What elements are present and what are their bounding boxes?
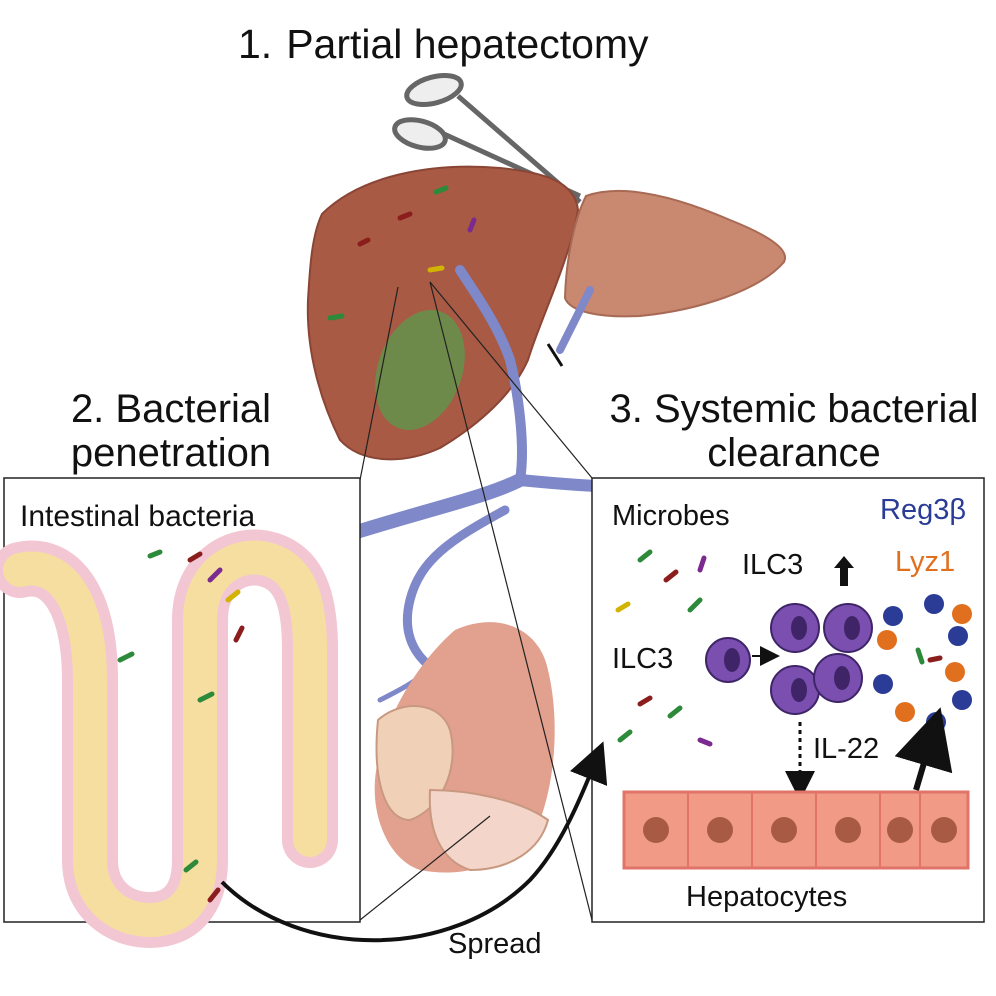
intestinal-bacteria-label: Intestinal bacteria [20,500,256,533]
scissors-icon [392,73,582,204]
step1-number: 1. [238,21,273,67]
small-intestine-segment [374,622,555,873]
hepatocyte-layer [622,790,970,870]
zoom-lines [359,281,593,921]
spread-arrow [220,741,608,943]
bacterium-icon [117,185,943,903]
up-arrow-icon [834,556,854,586]
reg3b-label: Reg3β [880,494,967,526]
microbes-label: Microbes [612,500,730,532]
amp-release-arrow [894,707,953,791]
il22-label: IL-22 [813,733,880,765]
step3-title: 3. Systemic bacterial clearance [609,387,979,475]
ilc3-cells [705,603,873,715]
spread-label: Spread [448,928,542,960]
resected-liver-lobe [563,189,787,318]
step1-label: Partial hepatectomy [286,21,649,67]
vein-ligation-mark [546,343,564,367]
step1-title: 1. Partial hepatectomy [238,24,649,65]
lyz1-label: Lyz1 [895,546,956,578]
step2-title: 2. Bacterial penetration [70,387,272,475]
hepatocytes-label: Hepatocytes [686,881,848,913]
ilc3-expanded-label: ILC3 [742,549,804,581]
gallbladder [375,309,465,431]
villus-epithelium [3,540,327,938]
ilc3-single-label: ILC3 [612,643,674,675]
ilc3-nuclei [724,616,860,702]
